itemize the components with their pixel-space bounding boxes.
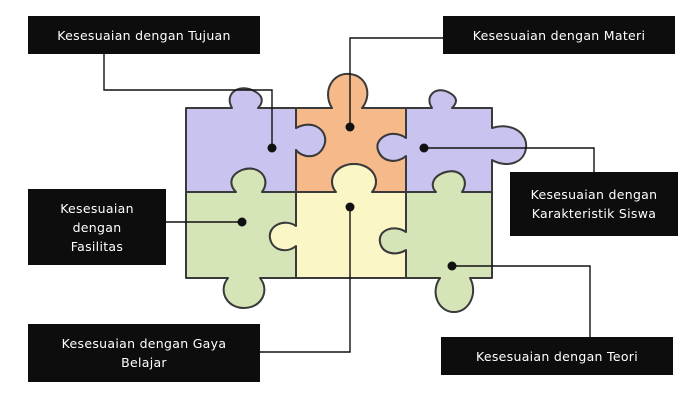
label-line: Kesesuaian dengan Tujuan	[57, 27, 231, 43]
label-line: Kesesuaian	[60, 200, 134, 216]
anchor-dot-gaya	[345, 202, 355, 212]
leader-line-gaya	[260, 207, 351, 353]
label-kesesuaian-gaya-belajar: Kesesuaian dengan Gaya Belajar	[28, 324, 260, 382]
anchor-dot-karakteristik	[419, 143, 429, 153]
anchor-dot-tujuan	[267, 143, 277, 153]
label-kesesuaian-materi: Kesesuaian dengan Materi	[443, 16, 675, 54]
label-line: Kesesuaian dengan Materi	[472, 27, 646, 43]
label-kesesuaian-tujuan: Kesesuaian dengan Tujuan	[28, 16, 260, 54]
label-line: Karakteristik Siswa	[531, 206, 657, 221]
puzzle-piece-bottom-right	[378, 170, 493, 313]
label-kesesuaian-karakteristik-siswa: Kesesuaian dengan Karakteristik Siswa	[510, 172, 678, 236]
label-kesesuaian-fasilitas: Kesesuaian dengan Fasilitas	[28, 189, 166, 265]
label-line: Kesesuaian dengan Teori	[476, 348, 638, 364]
anchor-dot-teori	[447, 261, 457, 271]
label-line: Kesesuaian dengan Gaya	[61, 336, 227, 351]
anchor-dot-fasilitas	[237, 217, 247, 227]
leader-line-materi	[349, 37, 443, 127]
leader-line-teori	[452, 265, 591, 337]
anchor-dot-materi	[345, 122, 355, 132]
leader-line-tujuan	[103, 54, 273, 148]
label-line: Kesesuaian dengan	[530, 187, 658, 202]
label-line: Belajar	[121, 355, 167, 370]
label-kesesuaian-teori: Kesesuaian dengan Teori	[441, 337, 673, 375]
label-line: dengan	[72, 219, 122, 235]
label-line: Fasilitas	[70, 238, 124, 254]
leader-line-karakteristik	[424, 147, 595, 172]
